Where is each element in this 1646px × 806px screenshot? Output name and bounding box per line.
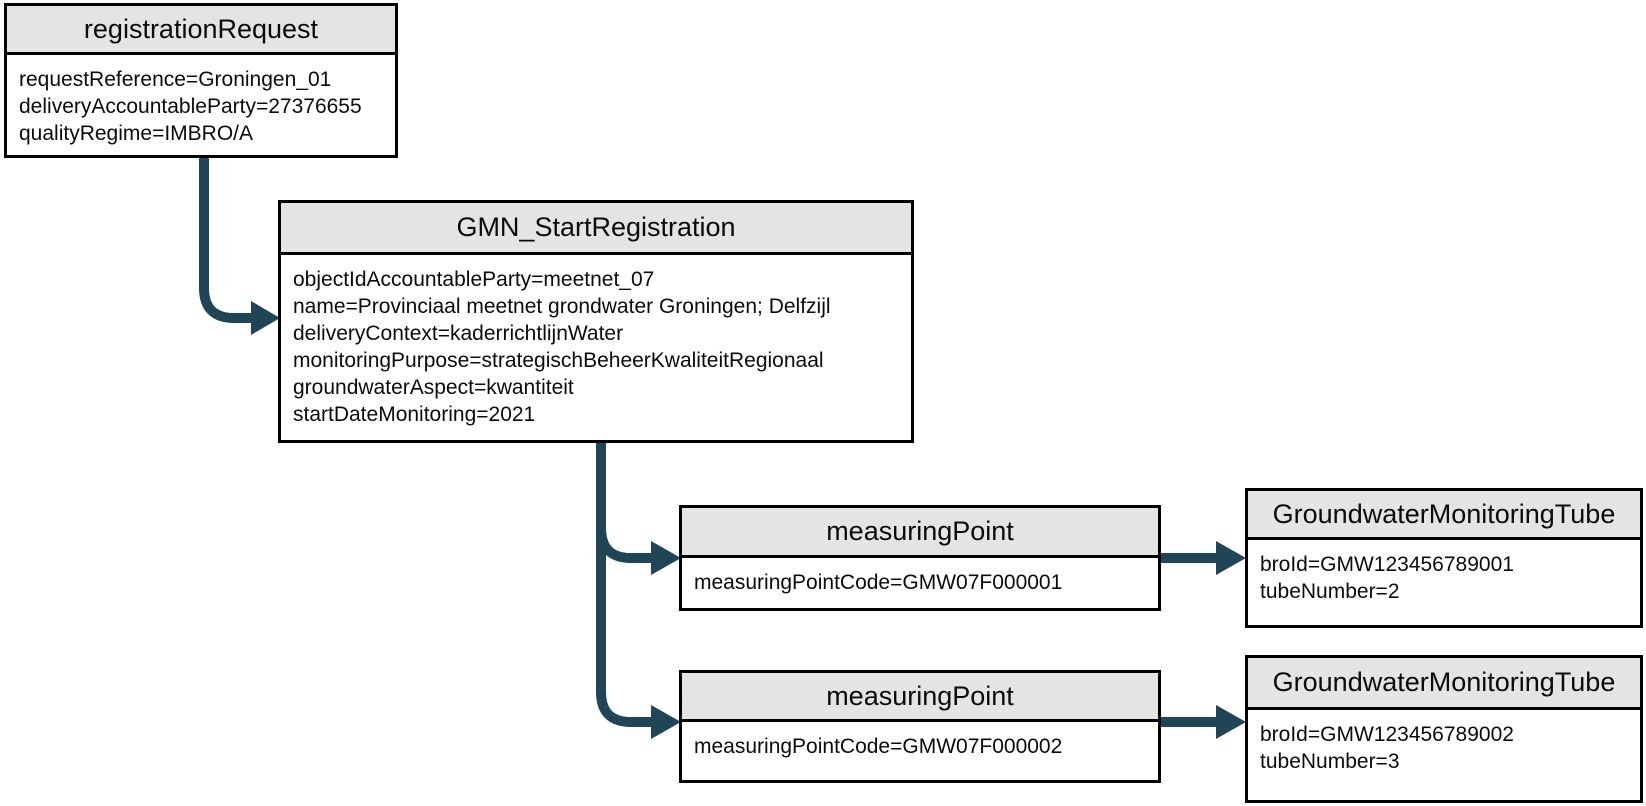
arrowhead-registration-to-gmn bbox=[251, 301, 280, 335]
node-gmn-start-registration-title: GMN_StartRegistration bbox=[281, 203, 911, 255]
node-field: deliveryAccountableParty=27376655 bbox=[19, 95, 362, 118]
node-field: qualityRegime=IMBRO/A bbox=[19, 122, 254, 145]
node-groundwater-monitoring-tube-2-title: GroundwaterMonitoringTube bbox=[1248, 658, 1640, 710]
node-groundwater-monitoring-tube-2: GroundwaterMonitoringTube broId=GMW12345… bbox=[1245, 655, 1643, 803]
node-field: startDateMonitoring=2021 bbox=[293, 403, 536, 426]
arrow-gmn-to-measuringpoint-1 bbox=[596, 442, 651, 563]
node-registration-request-body: requestReference=Groningen_01 deliveryAc… bbox=[7, 55, 395, 155]
arrowhead-gmn-to-measuringpoint-2 bbox=[651, 705, 681, 739]
node-groundwater-monitoring-tube-1: GroundwaterMonitoringTube broId=GMW12345… bbox=[1245, 488, 1643, 628]
arrow-registration-to-gmn bbox=[199, 158, 251, 323]
node-groundwater-monitoring-tube-1-title: GroundwaterMonitoringTube bbox=[1248, 491, 1640, 540]
arrowhead-gmn-to-measuringpoint-1 bbox=[651, 541, 681, 575]
node-gmn-start-registration: GMN_StartRegistration objectIdAccountabl… bbox=[278, 200, 914, 443]
node-field: deliveryContext=kaderrichtlijnWater bbox=[293, 322, 624, 345]
node-groundwater-monitoring-tube-1-body: broId=GMW123456789001 tubeNumber=2 bbox=[1248, 540, 1640, 625]
arrowhead-measuringpoint1-to-tube1 bbox=[1216, 541, 1246, 575]
node-groundwater-monitoring-tube-2-body: broId=GMW123456789002 tubeNumber=3 bbox=[1248, 710, 1640, 800]
node-field: tubeNumber=2 bbox=[1260, 580, 1400, 603]
node-field: broId=GMW123456789001 bbox=[1260, 553, 1514, 576]
node-measuring-point-1: measuringPoint measuringPointCode=GMW07F… bbox=[679, 505, 1161, 611]
node-field: groundwaterAspect=kwantiteit bbox=[293, 376, 574, 399]
node-registration-request: registrationRequest requestReference=Gro… bbox=[4, 3, 398, 158]
node-field: tubeNumber=3 bbox=[1260, 750, 1400, 773]
node-field: broId=GMW123456789002 bbox=[1260, 723, 1514, 746]
node-field: requestReference=Groningen_01 bbox=[19, 68, 332, 91]
node-field: name=Provinciaal meetnet grondwater Gron… bbox=[293, 295, 831, 318]
node-gmn-start-registration-body: objectIdAccountableParty=meetnet_07 name… bbox=[281, 255, 911, 440]
node-registration-request-title: registrationRequest bbox=[7, 6, 395, 55]
node-measuring-point-2-title: measuringPoint bbox=[682, 673, 1158, 722]
node-measuring-point-1-body: measuringPointCode=GMW07F000001 bbox=[682, 558, 1158, 608]
node-field: measuringPointCode=GMW07F000001 bbox=[694, 571, 1063, 594]
node-measuring-point-2-body: measuringPointCode=GMW07F000002 bbox=[682, 722, 1158, 780]
node-measuring-point-2: measuringPoint measuringPointCode=GMW07F… bbox=[679, 670, 1161, 783]
arrow-gmn-to-measuringpoint-2 bbox=[596, 442, 651, 727]
node-field: objectIdAccountableParty=meetnet_07 bbox=[293, 268, 655, 291]
arrowhead-measuringpoint2-to-tube2 bbox=[1216, 705, 1246, 739]
node-field: measuringPointCode=GMW07F000002 bbox=[694, 735, 1063, 758]
node-measuring-point-1-title: measuringPoint bbox=[682, 508, 1158, 558]
node-field: monitoringPurpose=strategischBeheerKwali… bbox=[293, 349, 824, 372]
